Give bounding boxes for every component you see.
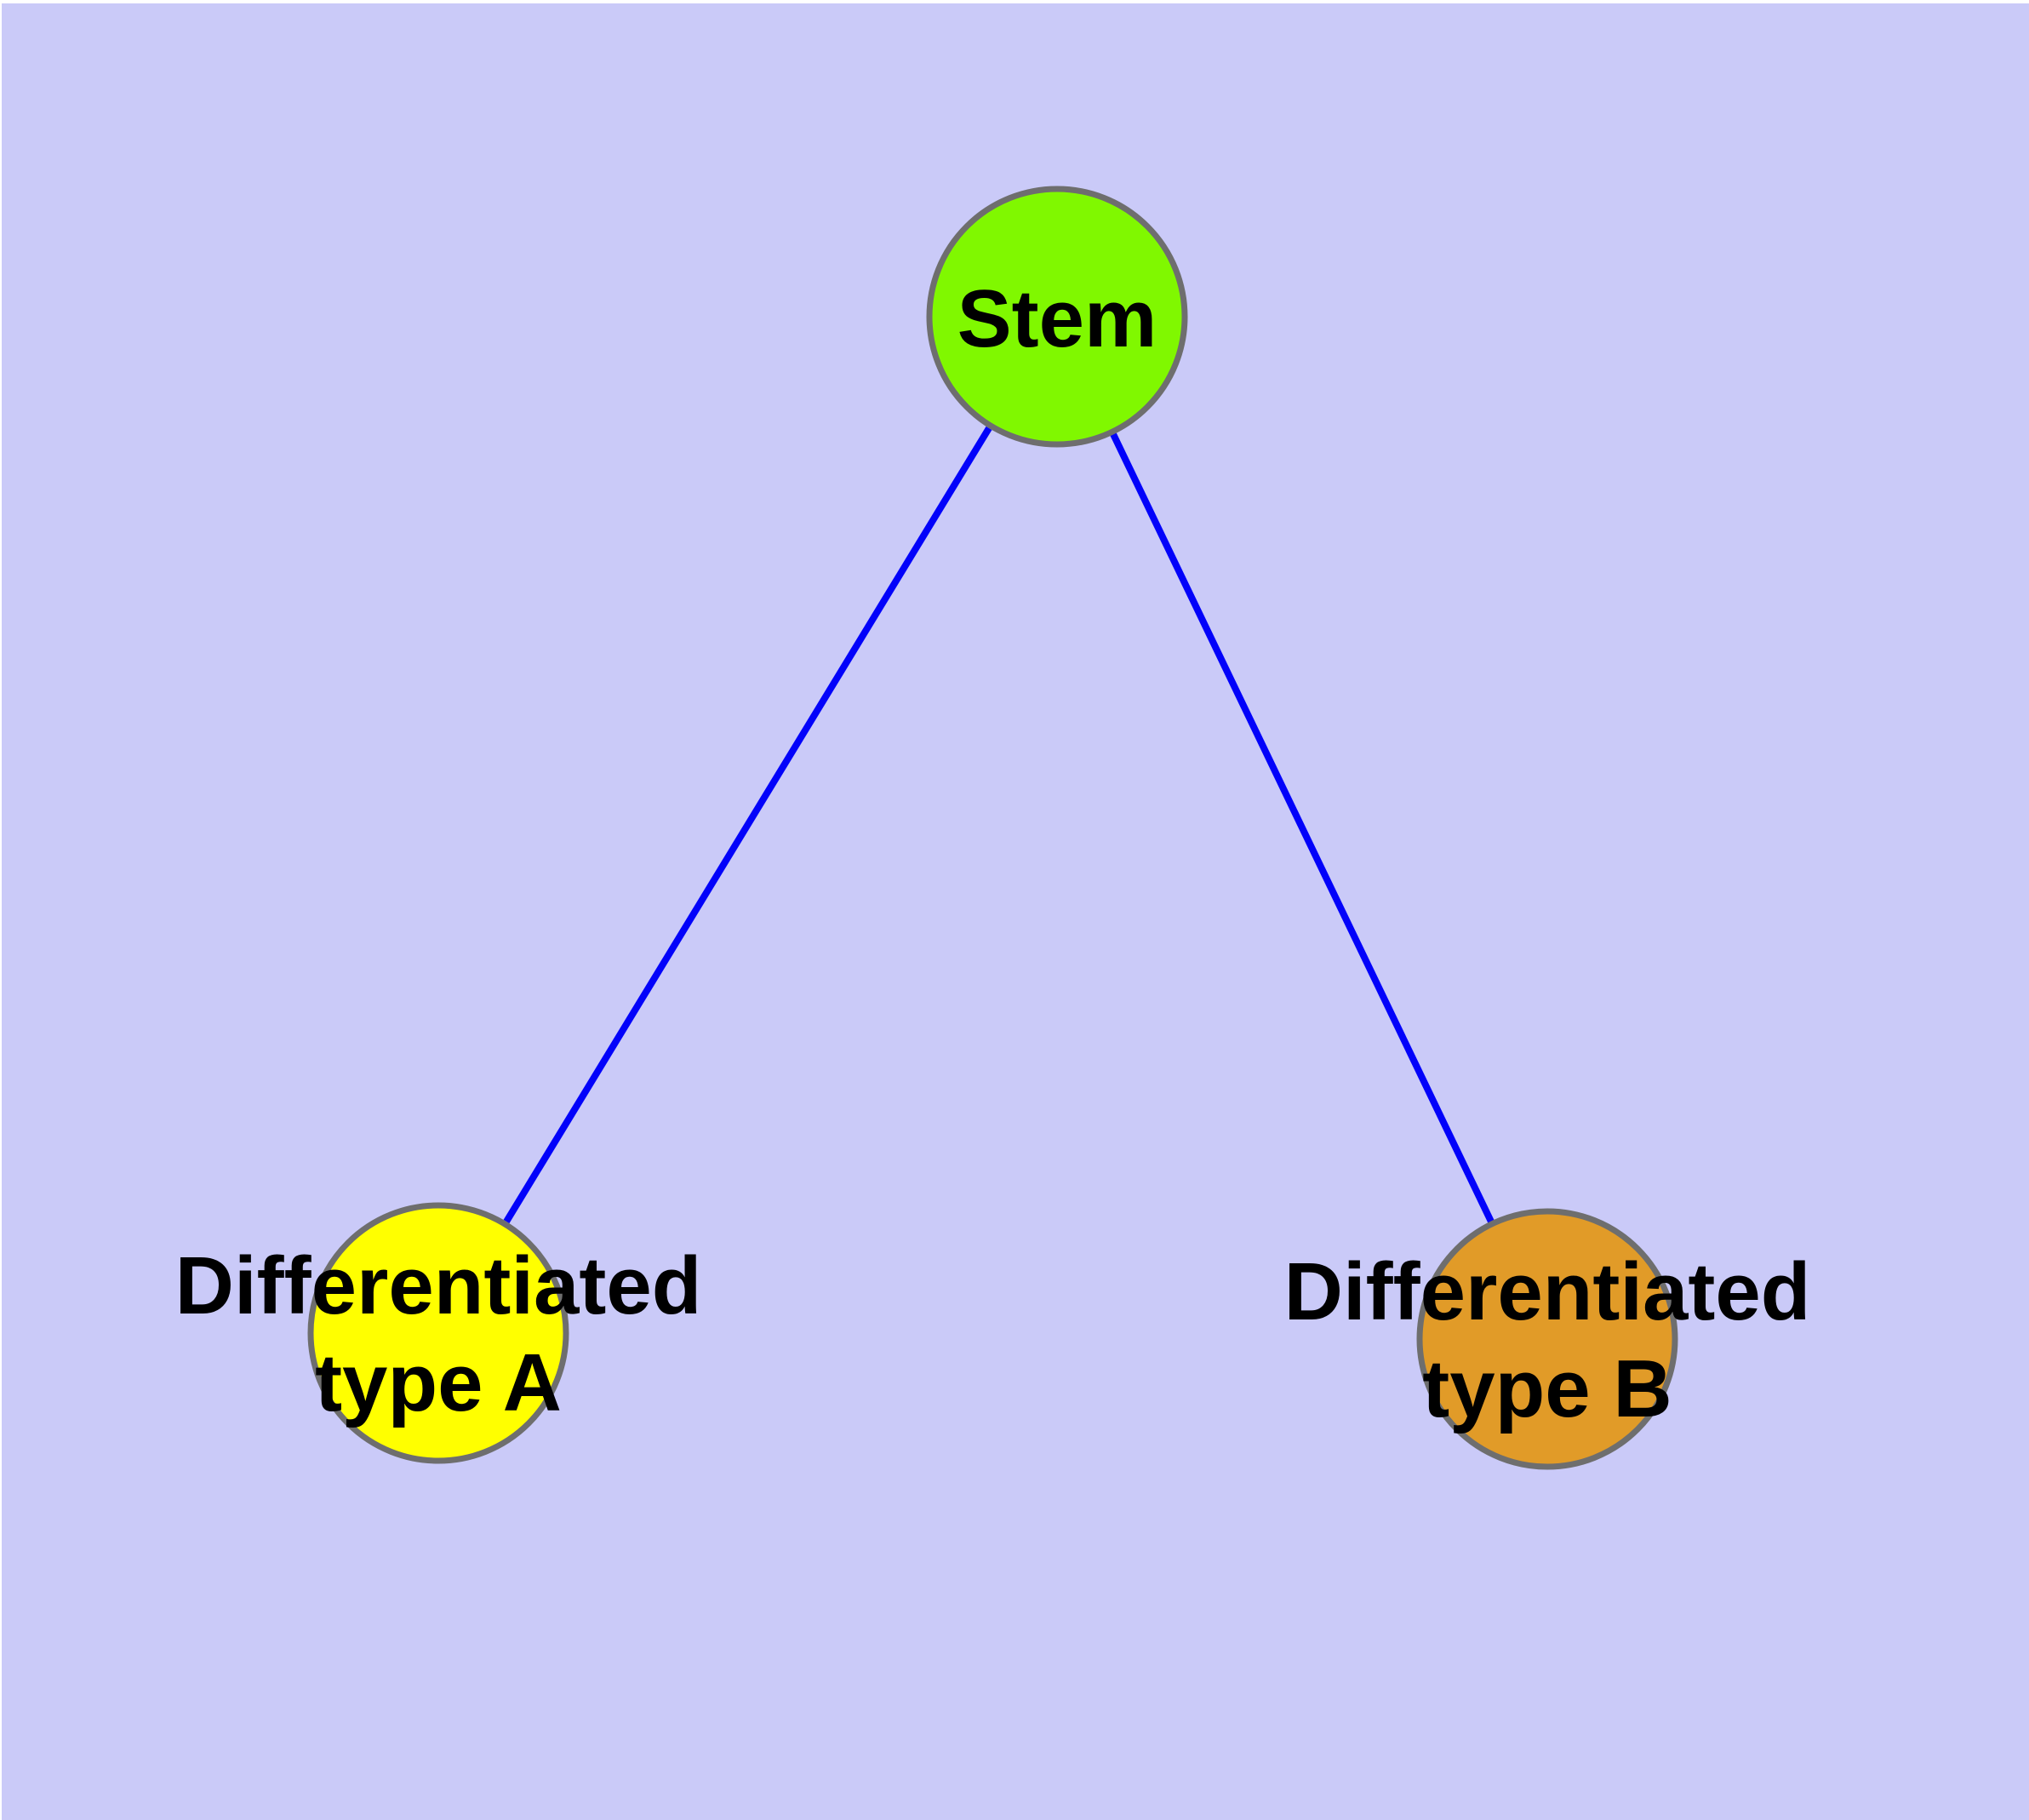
node-type-b-label-line1: Differentiated: [1284, 1246, 1811, 1337]
node-stem-label: Stem: [957, 273, 1157, 364]
node-stem-circle: [926, 186, 1188, 448]
node-type-b-label-line2: type B: [1422, 1343, 1672, 1434]
node-type-b-circle: [1416, 1208, 1678, 1470]
node-type-a-label-line2: type A: [315, 1337, 562, 1428]
node-type-a-label-line1: Differentiated: [175, 1240, 702, 1331]
node-type-a-circle: [307, 1202, 569, 1464]
edge-stem-to-type-a: [503, 426, 992, 1224]
edge-stem-to-type-b: [1110, 432, 1495, 1223]
